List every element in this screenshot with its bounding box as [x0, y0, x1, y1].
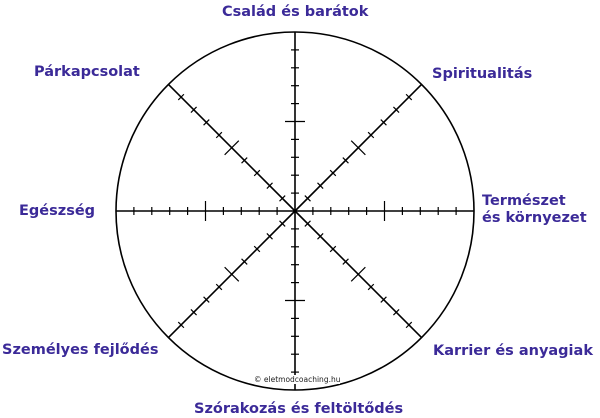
scale-tick — [393, 106, 400, 113]
copyright-text: © eletmodcoaching.hu — [254, 375, 341, 384]
scale-tick — [190, 106, 197, 113]
scale-tick — [203, 296, 210, 303]
scale-tick — [342, 258, 349, 265]
scale-tick — [279, 195, 286, 202]
scale-tick — [405, 321, 413, 329]
scale-tick — [224, 140, 240, 156]
label-personal-growth: Személyes fejlődés — [2, 342, 159, 358]
label-career: Karrier és anyagiak — [433, 343, 593, 359]
scale-tick — [241, 258, 248, 265]
label-relationship: Párkapcsolat — [34, 64, 140, 80]
scale-tick — [304, 195, 311, 202]
scale-tick — [215, 131, 223, 139]
scale-tick — [367, 283, 375, 291]
scale-tick — [177, 93, 185, 101]
scale-tick — [350, 266, 366, 282]
scale-tick — [266, 233, 273, 240]
label-nature-line2: és környezet — [482, 210, 587, 226]
scale-tick — [350, 140, 366, 156]
scale-tick — [304, 220, 311, 227]
scale-tick — [279, 220, 286, 227]
label-spirituality: Spiritualitás — [432, 66, 533, 82]
scale-tick — [380, 296, 387, 303]
scale-tick — [380, 119, 387, 126]
scale-tick — [317, 182, 324, 189]
label-family-friends: Család és barátok — [222, 4, 369, 20]
label-nature-line1: Természet — [482, 193, 566, 209]
scale-tick — [253, 245, 261, 253]
scale-tick — [203, 119, 210, 126]
scale-tick — [253, 169, 261, 177]
label-health: Egészség — [19, 203, 96, 219]
scale-tick — [241, 157, 248, 164]
scale-tick — [215, 283, 223, 291]
scale-tick — [329, 169, 337, 177]
scale-tick — [329, 245, 337, 253]
scale-tick — [317, 233, 324, 240]
scale-tick — [224, 266, 240, 282]
scale-tick — [393, 309, 400, 316]
scale-tick — [405, 93, 413, 101]
scale-tick — [190, 309, 197, 316]
scale-tick — [367, 131, 375, 139]
scale-tick — [177, 321, 185, 329]
label-fun: Szórakozás és feltöltődés — [194, 401, 404, 417]
scale-tick — [266, 182, 273, 189]
scale-tick — [342, 157, 349, 164]
